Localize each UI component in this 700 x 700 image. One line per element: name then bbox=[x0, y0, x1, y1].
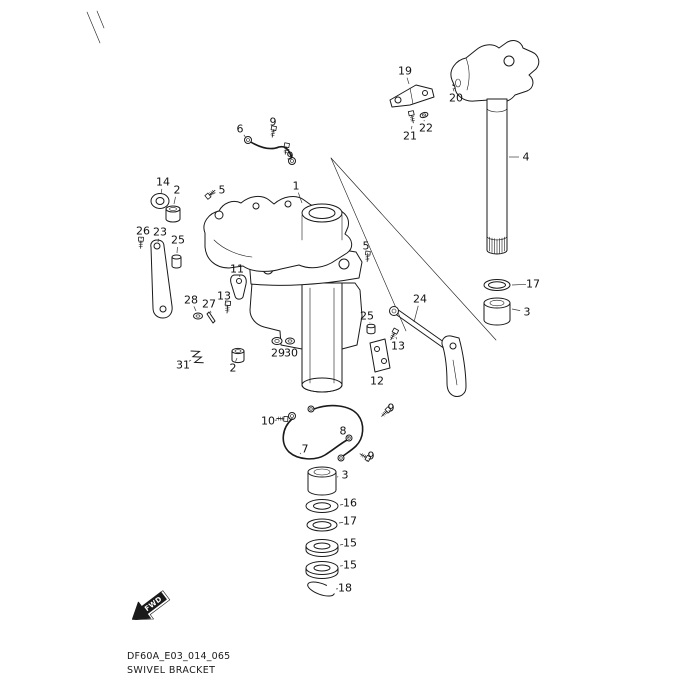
callout-20: 20 bbox=[449, 92, 463, 105]
callout-5: 5 bbox=[363, 240, 370, 253]
callout-1: 1 bbox=[293, 180, 300, 193]
steering-head-drawing bbox=[389, 40, 540, 124]
leader-line-17 bbox=[511, 283, 527, 286]
bolt-icon bbox=[364, 250, 371, 263]
shaft-washer bbox=[483, 279, 511, 291]
callout-23: 23 bbox=[153, 226, 167, 239]
callout-25: 25 bbox=[360, 310, 374, 323]
leader-line-9 bbox=[386, 411, 389, 414]
callout-13: 13 bbox=[217, 290, 231, 303]
leader-line-9 bbox=[366, 459, 369, 462]
leader-line-8 bbox=[347, 436, 350, 439]
leader-line-3 bbox=[511, 308, 521, 311]
steering-shaft-drawing bbox=[483, 98, 511, 326]
callout-17: 17 bbox=[526, 278, 540, 291]
link-rod-drawing bbox=[364, 250, 467, 397]
callout-28: 28 bbox=[184, 294, 198, 307]
callout-25: 25 bbox=[171, 234, 185, 247]
cable-clamp bbox=[230, 274, 247, 300]
snap-ring bbox=[307, 581, 335, 597]
steering-shaft bbox=[486, 98, 508, 255]
callout-27: 27 bbox=[202, 298, 216, 311]
callout-29: 29 bbox=[271, 347, 285, 360]
bushing-stack-drawing bbox=[305, 466, 339, 597]
leader-line-17 bbox=[338, 521, 344, 524]
leader-line-6 bbox=[243, 134, 247, 139]
callout-4: 4 bbox=[523, 151, 530, 164]
leader-line-7 bbox=[299, 452, 302, 455]
callout-26: 26 bbox=[136, 225, 150, 238]
leader-line-5 bbox=[209, 192, 216, 196]
callout-5: 5 bbox=[219, 184, 226, 197]
detail-view-lines bbox=[330, 157, 497, 341]
steering-head-casting bbox=[450, 40, 540, 104]
leader-line-20 bbox=[452, 87, 455, 92]
callout-10: 10 bbox=[261, 415, 275, 428]
callout-9: 9 bbox=[270, 116, 277, 129]
leader-line-21 bbox=[411, 125, 413, 130]
callout-2: 2 bbox=[174, 184, 181, 197]
stay-bracket bbox=[389, 84, 435, 108]
callout-3: 3 bbox=[524, 306, 531, 319]
callout-13: 13 bbox=[391, 340, 405, 353]
callout-8: 8 bbox=[340, 425, 347, 438]
callout-18: 18 bbox=[338, 582, 352, 595]
callout-9: 9 bbox=[388, 402, 395, 415]
spring bbox=[190, 350, 204, 364]
leader-line-1 bbox=[297, 192, 303, 204]
fwd-arrow: FWD bbox=[131, 590, 171, 621]
leader-line-14 bbox=[160, 188, 163, 195]
cable-drawing bbox=[244, 125, 296, 165]
leader-line-2 bbox=[173, 196, 176, 205]
callout-16: 16 bbox=[343, 497, 357, 510]
callout-31: 31 bbox=[176, 359, 190, 372]
callout-3: 3 bbox=[342, 469, 349, 482]
callout-22: 22 bbox=[419, 122, 433, 135]
callout-11: 11 bbox=[230, 263, 244, 276]
callout-6: 6 bbox=[237, 123, 244, 136]
ground-wires-drawing bbox=[276, 404, 392, 462]
callout-14: 14 bbox=[156, 176, 170, 189]
corner-leader-lines bbox=[86, 10, 105, 44]
grommet bbox=[150, 193, 170, 209]
bolt-icon bbox=[204, 188, 217, 200]
callout-15: 15 bbox=[343, 537, 357, 550]
shaft-bushing bbox=[483, 303, 511, 326]
leader-line-19 bbox=[406, 77, 410, 85]
callout-30: 30 bbox=[284, 347, 298, 360]
callout-17: 17 bbox=[343, 515, 357, 528]
leader-line-15 bbox=[339, 544, 344, 546]
leader-line-31 bbox=[188, 359, 192, 362]
bracket-arm bbox=[150, 239, 173, 319]
swivel-housing-drawing bbox=[203, 195, 363, 393]
callout-15: 15 bbox=[343, 559, 357, 572]
leader-line-28 bbox=[193, 306, 197, 312]
bolt-icon bbox=[224, 300, 232, 314]
callout-9: 9 bbox=[368, 450, 375, 463]
terminal-bolt-icon bbox=[276, 415, 289, 422]
drawing-code: DF60A_E03_014_065 bbox=[127, 651, 231, 662]
leader-line-11 bbox=[239, 275, 241, 278]
leader-line-24 bbox=[413, 305, 419, 323]
drawing-footer: DF60A_E03_014_065 SWIVEL BRACKET bbox=[127, 651, 230, 676]
left-parts-drawing bbox=[137, 188, 295, 364]
callout-2: 2 bbox=[230, 362, 237, 375]
stay-bolt-icon bbox=[407, 110, 417, 124]
leader-line-23 bbox=[157, 238, 159, 243]
callout-21: 21 bbox=[403, 130, 417, 143]
plate bbox=[369, 338, 391, 373]
callout-12: 12 bbox=[370, 375, 384, 388]
callout-7: 7 bbox=[302, 443, 309, 456]
tilt-tube bbox=[301, 282, 343, 393]
leader-line-16 bbox=[339, 504, 344, 506]
callout-19: 19 bbox=[398, 65, 412, 78]
callout-24: 24 bbox=[413, 293, 427, 306]
leader-line-2 bbox=[235, 357, 238, 362]
callout-9: 9 bbox=[287, 150, 294, 163]
drawing-title: SWIVEL BRACKET bbox=[127, 665, 216, 676]
